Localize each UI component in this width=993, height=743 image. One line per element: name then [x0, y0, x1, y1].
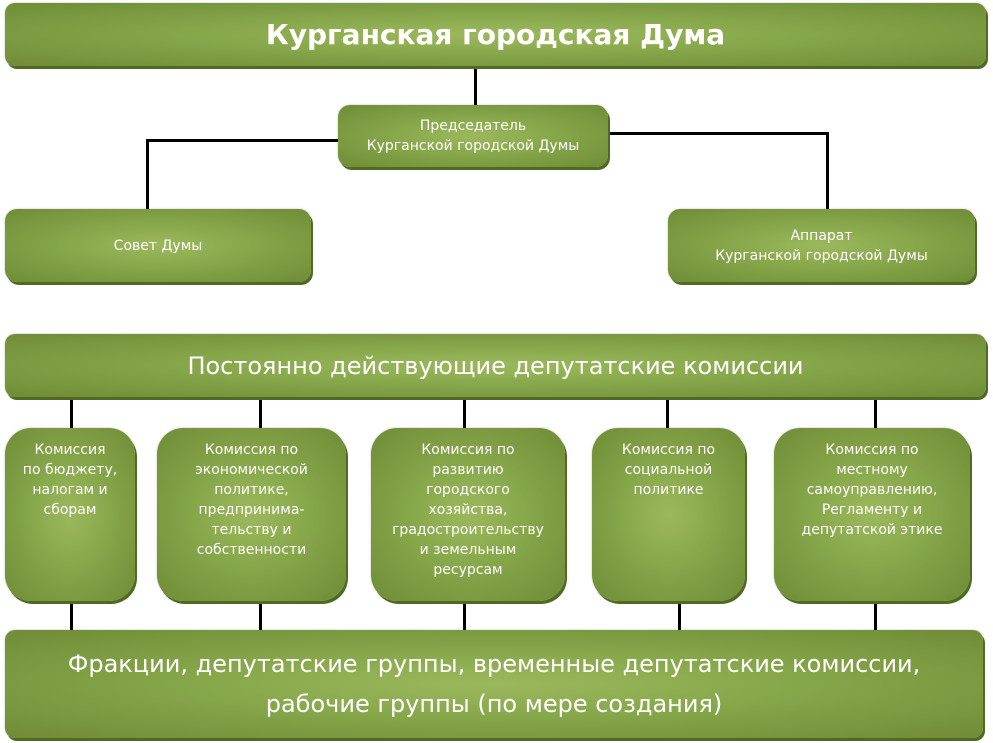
commission-node-social: Комиссия по социальной политике	[592, 428, 745, 601]
apparatus-node: Аппарат Курганской городской Думы	[668, 209, 975, 282]
commissions-header-node: Постоянно действующие депутатские комисс…	[5, 334, 986, 397]
commission-label: Комиссия по местному самоуправлению, Рег…	[801, 442, 943, 538]
connector-band-com-3	[666, 397, 669, 428]
connector-com-1-factions	[259, 601, 262, 630]
apparatus-label: Аппарат Курганской городской Думы	[715, 227, 928, 264]
council-node: Совет Думы	[5, 209, 311, 282]
council-label: Совет Думы	[113, 237, 203, 254]
connector-chairman-council-v	[146, 139, 149, 209]
factions-node: Фракции, депутатские группы, временные д…	[5, 630, 983, 738]
connector-chairman-council-h	[146, 139, 338, 142]
connector-title-chairman	[474, 66, 477, 105]
connector-band-com-4	[874, 397, 877, 428]
duma-title-node: Курганская городская Дума	[5, 3, 986, 66]
commission-node-budget: Комиссия по бюджету, налогам и сборам	[5, 428, 135, 601]
commission-label: Комиссия по экономической политике, пред…	[195, 442, 308, 558]
factions-label: Фракции, депутатские группы, временные д…	[67, 650, 921, 718]
connector-band-com-0	[70, 397, 73, 428]
commissions-header: Постоянно действующие депутатские комисс…	[187, 351, 804, 380]
chairman-label: Председатель Курганской городской Думы	[366, 118, 580, 154]
commission-node-self-government: Комиссия по местному самоуправлению, Рег…	[774, 428, 970, 601]
connector-com-0-factions	[70, 601, 73, 630]
connector-band-com-2	[463, 397, 466, 428]
chairman-node: Председатель Курганской городской Думы	[338, 105, 608, 167]
connector-com-3-factions	[678, 601, 681, 630]
commission-node-economic: Комиссия по экономической политике, пред…	[157, 428, 346, 601]
connector-band-com-1	[259, 397, 262, 428]
connector-chairman-apparatus-v	[826, 132, 829, 209]
commission-label: Комиссия по бюджету, налогам и сборам	[22, 442, 118, 518]
commission-label: Комиссия по социальной политике	[621, 442, 716, 498]
commission-label: Комиссия по развитию городского хозяйств…	[392, 442, 544, 578]
connector-com-4-factions	[874, 601, 877, 630]
commission-node-urban: Комиссия по развитию городского хозяйств…	[371, 428, 565, 601]
connector-chairman-apparatus-h	[608, 132, 829, 135]
connector-com-2-factions	[463, 601, 466, 630]
duma-title: Курганская городская Дума	[265, 18, 726, 51]
